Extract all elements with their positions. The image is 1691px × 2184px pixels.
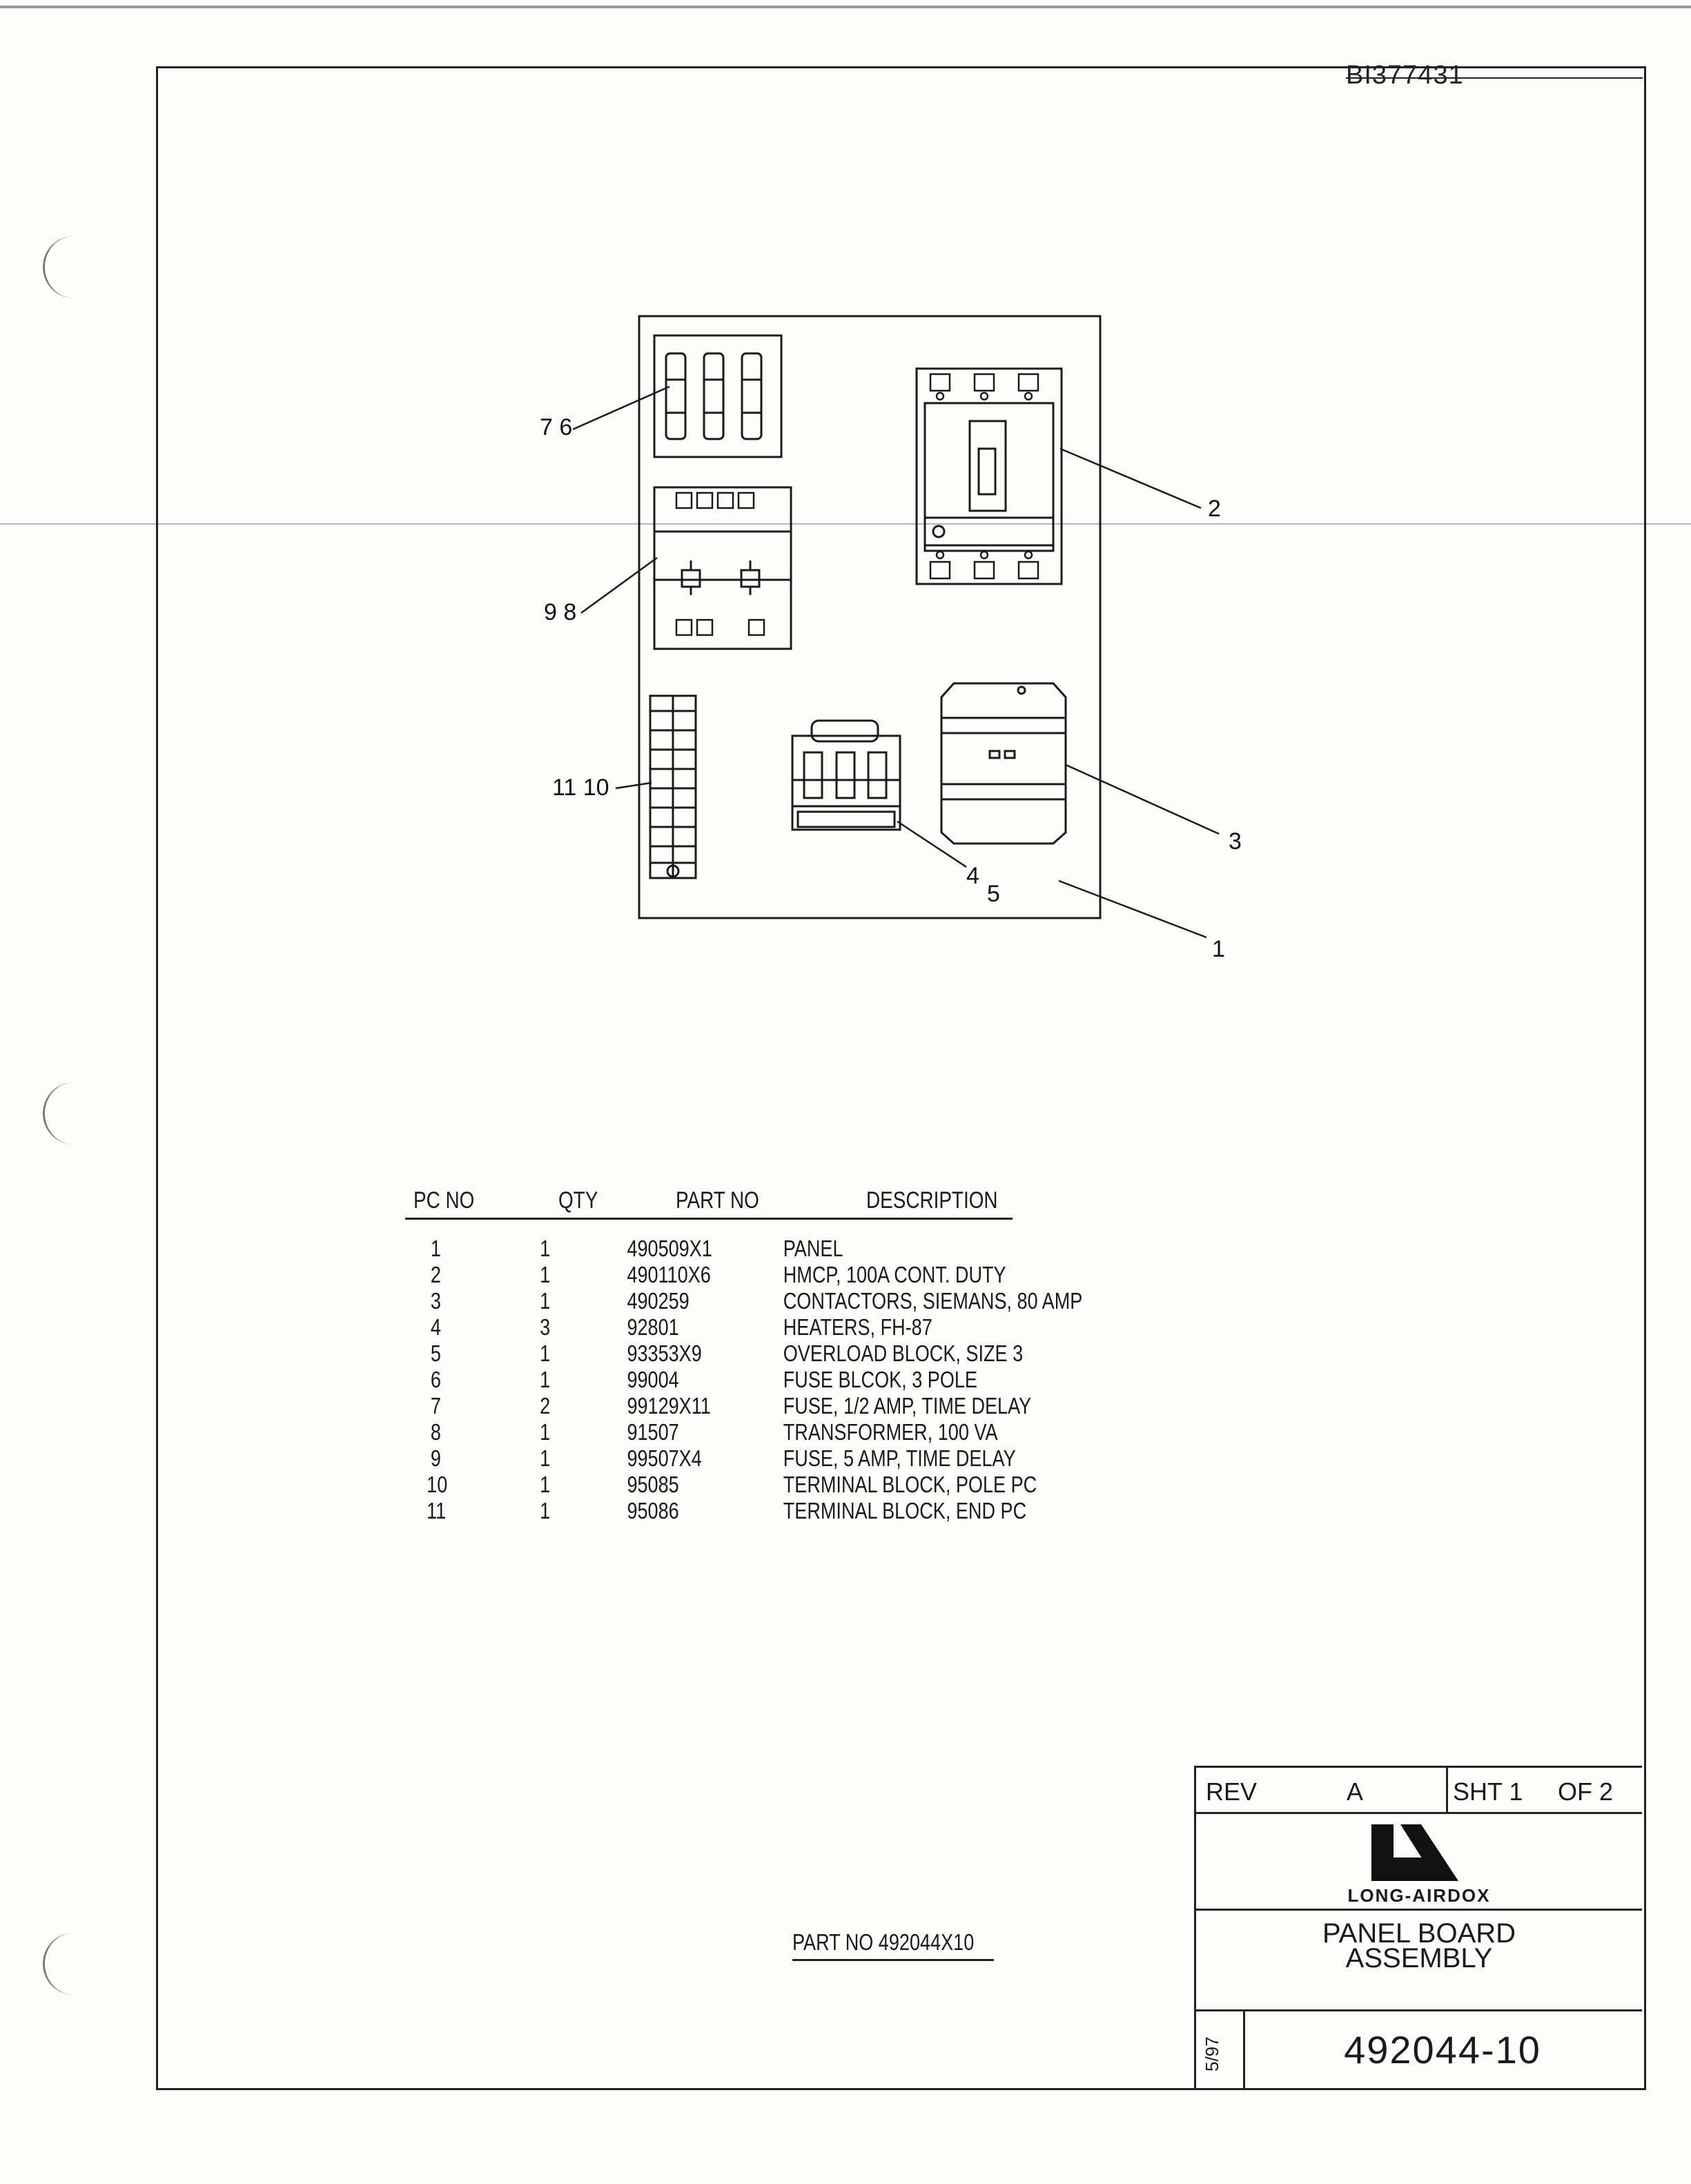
terminal-block-strip: [649, 694, 697, 879]
bom-header-part-no: PART NO: [676, 1187, 759, 1213]
bom-header-description: DESCRIPTION: [866, 1187, 998, 1213]
bom-cell: 490110X6: [627, 1262, 711, 1287]
bom-cell: HEATERS, FH-87: [783, 1314, 932, 1340]
rev-value: A: [1347, 1777, 1364, 1806]
drawing-title-line-1: PANEL BOARD: [1322, 1918, 1516, 1949]
part-number-label: PART NO 492044X10: [792, 1929, 975, 1955]
scan-edge-top: [0, 6, 1691, 8]
bom-header-pc-no: PC NO: [413, 1187, 475, 1213]
callout-1: 1: [1212, 936, 1225, 962]
bom-cell: 92801: [627, 1314, 679, 1340]
bom-cell: 9: [430, 1445, 441, 1471]
bom-cell: HMCP, 100A CONT. DUTY: [783, 1262, 1006, 1287]
bom-cell: 95086: [627, 1498, 679, 1523]
panel-outline: [638, 315, 1102, 919]
bom-cell: TERMINAL BLOCK, POLE PC: [783, 1472, 1037, 1497]
transformer: [653, 486, 792, 650]
bom-cell: 11: [427, 1498, 447, 1523]
bom-cell: TRANSFORMER, 100 VA: [783, 1419, 998, 1445]
bom-header-rule: [405, 1218, 1013, 1220]
bom-cell: 4: [430, 1314, 441, 1340]
callout-3: 3: [1229, 828, 1242, 855]
leader-lines: [572, 385, 1220, 939]
bom-cell: 1: [540, 1419, 551, 1445]
callout-11-10: 11 10: [552, 774, 609, 801]
bom-cell: 1: [430, 1236, 441, 1261]
title-block: REV A SHT 1 OF 2 LONG-AIRDOX PANEL BOARD…: [1194, 1766, 1642, 2088]
sheet-total: OF 2: [1558, 1777, 1614, 1806]
bom-cell: 10: [427, 1472, 448, 1497]
callout-2: 2: [1208, 496, 1221, 522]
bom-cell: PANEL: [783, 1236, 843, 1261]
drawing-title-line-2: ASSEMBLY: [1345, 1943, 1493, 1973]
bom-cell: 99004: [627, 1367, 679, 1392]
bom-cell: 1: [540, 1472, 551, 1497]
company-name: LONG-AIRDOX: [1347, 1885, 1491, 1906]
bom-cell: FUSE, 1/2 AMP, TIME DELAY: [783, 1393, 1032, 1418]
bom-cell: 91507: [627, 1419, 679, 1445]
binder-hole-mark: [43, 1933, 86, 1995]
bom-cell: 3: [540, 1314, 551, 1340]
drawing-number: 492044-10: [1344, 2028, 1541, 2071]
bom-cell: 1: [540, 1445, 551, 1471]
bom-cell: 99129X11: [627, 1393, 711, 1418]
bom-cell: 8: [430, 1419, 441, 1445]
callout-4: 4: [966, 863, 979, 889]
bom-cell: 1: [540, 1262, 551, 1287]
bom-cell: 1: [540, 1340, 551, 1366]
hmcp-breaker: [915, 367, 1063, 585]
long-airdox-logo: [1371, 1824, 1458, 1881]
binder-hole-mark: [43, 1082, 86, 1144]
document-id: BI377431: [1346, 61, 1464, 90]
scan-streak: [0, 523, 1691, 525]
bom-cell: 1: [540, 1288, 551, 1314]
bom-cell: 2: [540, 1393, 551, 1418]
document-id-rule: [1346, 77, 1643, 79]
bom-cell: CONTACTORS, SIEMANS, 80 AMP: [783, 1288, 1083, 1314]
rev-label: REV: [1206, 1777, 1258, 1806]
fuse-block: [653, 334, 783, 458]
bom-cell: 93353X9: [627, 1340, 702, 1366]
drawing-title: PANEL BOARD ASSEMBLY: [1196, 1918, 1642, 1973]
bom-cell: TERMINAL BLOCK, END PC: [783, 1498, 1027, 1523]
bom-cell: 6: [430, 1367, 441, 1392]
drawing-frame: [156, 66, 1646, 2090]
bom-cell: FUSE BLCOK, 3 POLE: [783, 1367, 977, 1392]
bom-cell: 2: [430, 1262, 441, 1287]
bom-cell: 5: [430, 1340, 441, 1366]
callout-9-8: 9 8: [544, 599, 577, 625]
bom-cell: FUSE, 5 AMP, TIME DELAY: [783, 1445, 1016, 1471]
bom-cell: 490509X1: [627, 1236, 712, 1261]
bom-cell: 1: [540, 1498, 551, 1523]
sheet-number: SHT 1: [1453, 1777, 1523, 1806]
callout-7-6: 7 6: [540, 414, 573, 440]
bom-cell: OVERLOAD BLOCK, SIZE 3: [783, 1340, 1024, 1366]
bom-cell: 3: [430, 1288, 441, 1314]
drawing-date: 5/97: [1202, 2036, 1222, 2071]
bom-cell: 1: [540, 1367, 551, 1392]
contactor: [940, 682, 1067, 845]
bom-header-qty: QTY: [558, 1187, 598, 1213]
part-number-underline: [792, 1959, 994, 1961]
overload-block: [791, 719, 901, 831]
bom-cell: 490259: [627, 1288, 690, 1314]
bom-cell: 95085: [627, 1472, 679, 1497]
bom-cell: 99507X4: [627, 1445, 702, 1471]
bom-cell: 7: [430, 1393, 441, 1418]
binder-hole-mark: [43, 236, 86, 298]
bom-cell: 1: [540, 1236, 551, 1261]
callout-5: 5: [987, 881, 1000, 907]
